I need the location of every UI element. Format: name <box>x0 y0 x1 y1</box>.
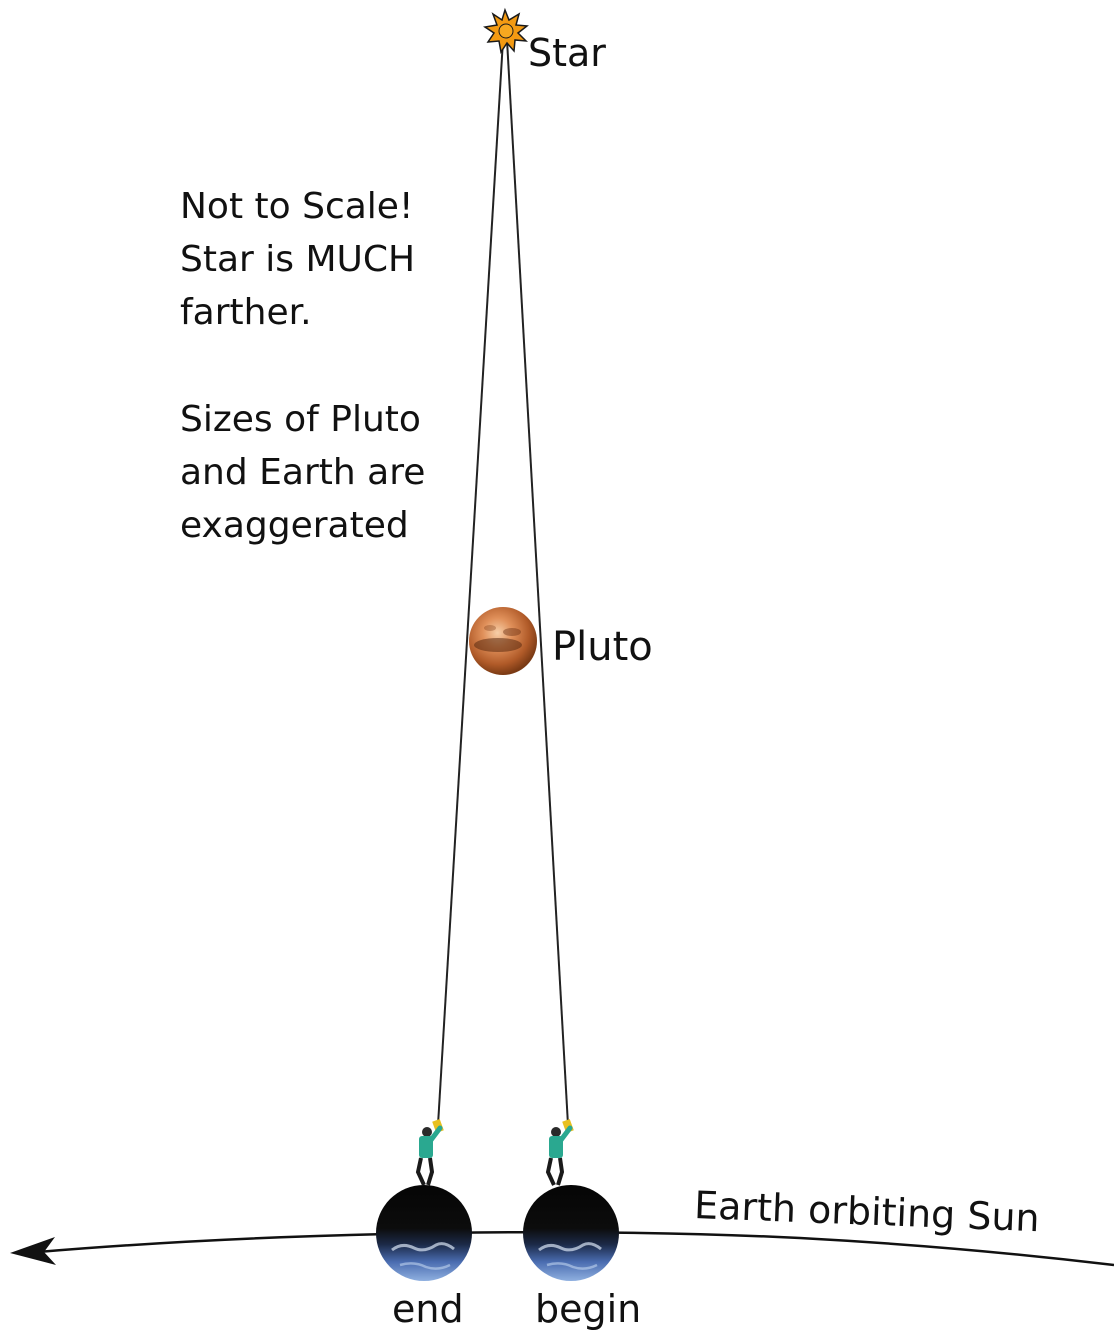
size-note: Sizes of Pluto and Earth are exaggerated <box>180 393 425 552</box>
earth-end-icon <box>376 1185 472 1281</box>
star-icon <box>483 7 529 54</box>
earth-orbit-path <box>37 1230 1114 1267</box>
pluto-icon <box>469 607 537 675</box>
orbit-arrowhead-icon <box>10 1237 56 1265</box>
sight-line-begin <box>506 39 569 1126</box>
observer-end-icon <box>415 1118 444 1186</box>
observer-begin-icon <box>545 1118 574 1186</box>
scale-note-line: farther. <box>180 292 312 333</box>
pluto-label: Pluto <box>552 624 653 670</box>
star-label: Star <box>528 31 606 75</box>
begin-position-label: begin <box>535 1287 642 1331</box>
sight-line-end <box>437 39 504 1126</box>
end-position-label: end <box>392 1287 464 1331</box>
size-note-line: and Earth are <box>180 452 426 493</box>
scale-note-line: Not to Scale! <box>180 186 414 227</box>
scale-note-line: Star is MUCH <box>180 239 416 280</box>
earth-begin-icon <box>523 1185 619 1281</box>
scale-note: Not to Scale! Star is MUCH farther. <box>180 180 415 339</box>
size-note-line: Sizes of Pluto <box>180 399 421 440</box>
size-note-line: exaggerated <box>180 505 409 546</box>
